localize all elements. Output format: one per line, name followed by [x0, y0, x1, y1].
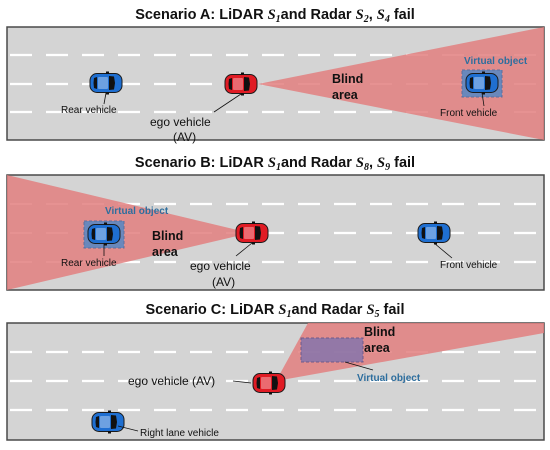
right-lane-vehicle-c-label: Right lane vehicle	[140, 428, 219, 439]
front-vehicle-b-label: Front vehicle	[440, 260, 498, 271]
right-lane-vehicle-c-leader	[117, 425, 139, 432]
blind-area-b-label-line1: Blind	[152, 229, 183, 243]
scenario-c-title: Scenario C: LiDAR S1and Radar S5 fail	[145, 302, 404, 320]
blind-area-b	[7, 175, 250, 290]
ego-vehicle-c	[252, 371, 286, 395]
ego-vehicle-c-leader	[232, 380, 252, 384]
ego-vehicle-a-leader	[213, 93, 242, 113]
front-vehicle-b-leader	[433, 242, 453, 259]
blind-area-c-label-line2: area	[364, 341, 391, 355]
ego-vehicle-a-label-line1: ego vehicle	[150, 115, 211, 129]
ego-vehicle-c-label: ego vehicle (AV)	[128, 374, 215, 388]
blind-area-a-label-line2: area	[332, 88, 359, 102]
blind-area-a-label-line1: Blind	[332, 72, 363, 86]
ego-vehicle-a-label-line2: (AV)	[173, 130, 196, 144]
scenario-b: Scenario B: LiDAR S1and Radar S8, S9 fai…	[6, 155, 545, 291]
virtual-object-c-leader	[344, 361, 374, 371]
blind-area-b-label-line2: area	[152, 245, 179, 259]
rear-vehicle-b-label: Rear vehicle	[61, 258, 117, 269]
virtual-object-b-label: Virtual object	[105, 206, 169, 217]
ego-vehicle-b	[235, 221, 269, 245]
ego-vehicle-a	[224, 72, 258, 96]
virtual-object-a-label: Virtual object	[464, 56, 528, 67]
right-lane-vehicle-c	[91, 410, 125, 434]
rear-vehicle-b	[87, 222, 121, 246]
blind-area-c-label-line1: Blind	[364, 325, 395, 339]
front-vehicle-a-label: Front vehicle	[440, 108, 498, 119]
virtual-object-box-c	[300, 337, 364, 363]
blind-area-a	[258, 27, 544, 140]
ego-vehicle-b-label-line1: ego vehicle	[190, 259, 251, 273]
scenario-a-title: Scenario A: LiDAR S1and Radar S2, S4 fai…	[135, 7, 415, 25]
rear-vehicle-a-label: Rear vehicle	[61, 105, 117, 116]
front-vehicle-a-leader	[481, 92, 485, 107]
rear-vehicle-a	[89, 71, 123, 95]
scenario-c: Scenario C: LiDAR S1and Radar S5 fail Bl…	[6, 302, 545, 441]
scenario-b-title: Scenario B: LiDAR S1and Radar S8, S9 fai…	[135, 155, 415, 173]
rear-vehicle-a-leader	[103, 92, 107, 105]
ego-vehicle-b-label-line2: (AV)	[212, 275, 235, 289]
virtual-object-c-label: Virtual object	[357, 373, 421, 384]
ego-vehicle-b-leader	[235, 242, 253, 257]
front-vehicle-a	[465, 71, 499, 95]
front-vehicle-b	[417, 221, 451, 245]
scenario-a: Scenario A: LiDAR S1and Radar S2, S4 fai…	[6, 7, 545, 144]
